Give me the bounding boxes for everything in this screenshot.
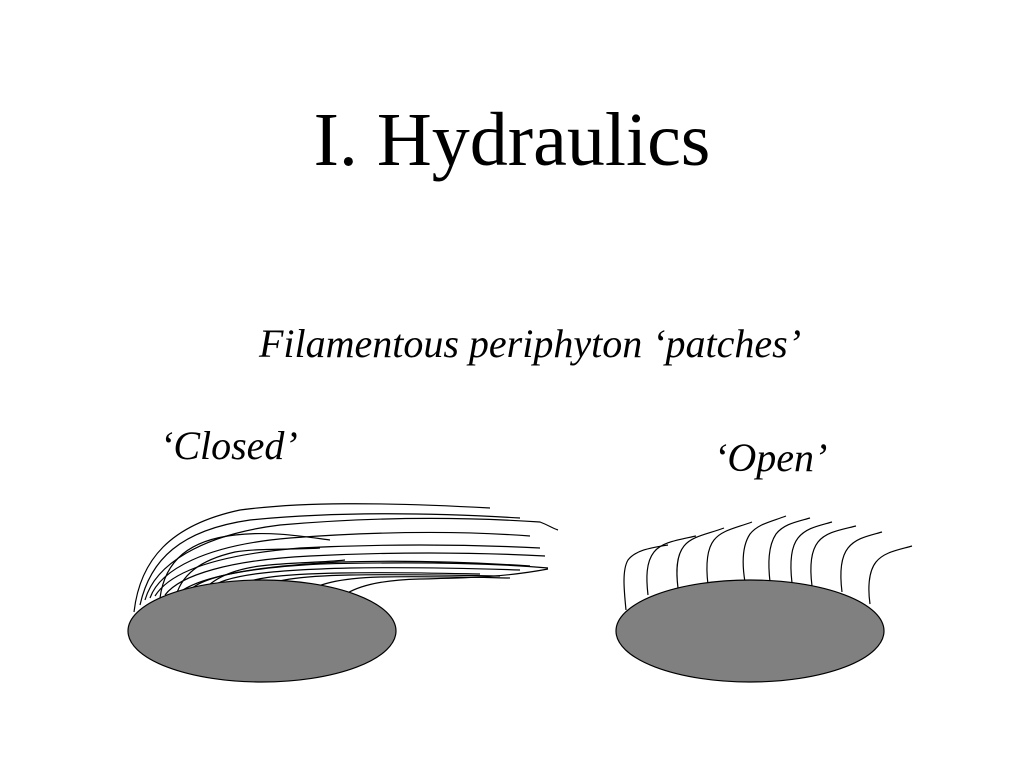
closed-filament (159, 532, 331, 599)
closed-filament (199, 559, 346, 596)
closed-filament (133, 503, 491, 613)
closed-filament (144, 517, 559, 601)
closed-patch (127, 579, 397, 683)
closed-filament (139, 513, 521, 606)
open-filament (742, 515, 787, 583)
open-filament (623, 544, 669, 611)
open-filament (840, 531, 883, 593)
closed-filament (164, 552, 546, 596)
closed-filament (209, 567, 521, 589)
open-filament (868, 545, 913, 605)
slide-title: I. Hydraulics (313, 98, 711, 182)
open-patch-filaments (623, 515, 913, 611)
open-filament (646, 535, 697, 596)
closed-filament (171, 562, 549, 601)
open-filament (790, 521, 833, 584)
open-patch-label: ‘Open’ (714, 435, 828, 480)
closed-patch-label: ‘Closed’ (160, 423, 298, 468)
open-filament (768, 517, 811, 583)
open-filament (676, 527, 725, 589)
closed-filament (154, 544, 541, 597)
closed-filament (174, 547, 321, 601)
closed-filament (339, 568, 549, 599)
open-filament (706, 521, 753, 586)
closed-filament (189, 560, 531, 591)
closed-patch-filaments (133, 503, 559, 613)
closed-filament (149, 531, 531, 599)
open-filament (810, 525, 857, 587)
slide-subtitle: Filamentous periphyton ‘patches’ (258, 321, 802, 366)
open-patch (615, 579, 885, 683)
